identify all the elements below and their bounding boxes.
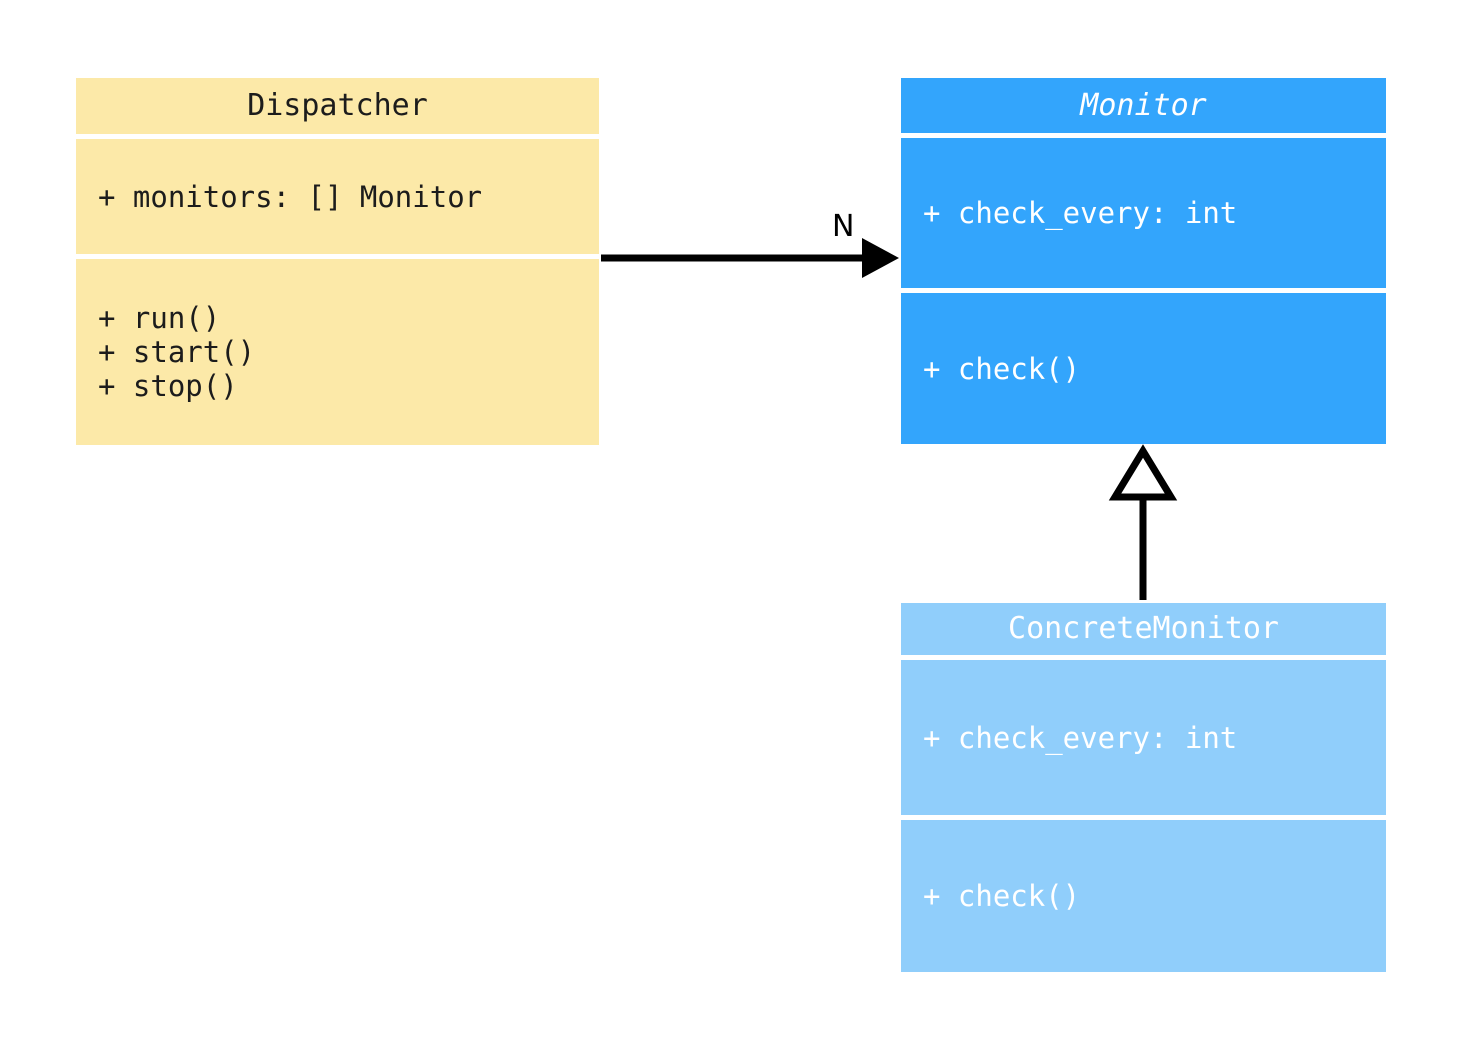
attribute-row: + check_every: int: [923, 720, 1238, 755]
method-row: + check(): [923, 351, 1081, 386]
class-attributes-dispatcher: + monitors: [] Monitor: [76, 139, 599, 254]
method-row: + stop(): [98, 369, 238, 403]
class-box-concretemonitor[interactable]: ConcreteMonitor + check_every: int + che…: [901, 603, 1386, 972]
attribute-row: + check_every: int: [923, 196, 1238, 230]
method-row: + check(): [923, 879, 1081, 913]
class-title-dispatcher: Dispatcher: [76, 78, 599, 134]
method-row: + start(): [98, 335, 256, 369]
filled-arrowhead-icon: [862, 238, 899, 278]
generalization-edge-concretemonitor-monitor: [1108, 444, 1178, 600]
class-box-monitor[interactable]: Monitor + check_every: int + check(): [901, 78, 1386, 444]
hollow-triangle-icon: [1108, 444, 1178, 501]
association-edge-dispatcher-monitor: [601, 238, 899, 278]
attribute-row: + monitors: [] Monitor: [98, 179, 483, 214]
class-attributes-concretemonitor: + check_every: int: [901, 660, 1386, 815]
class-methods-monitor: + check(): [901, 293, 1386, 444]
class-attributes-monitor: + check_every: int: [901, 138, 1386, 288]
class-methods-dispatcher: + run() + start() + stop(): [76, 259, 599, 445]
method-row: + run(): [98, 301, 221, 335]
association-multiplicity-label: N: [832, 209, 855, 244]
class-title-concretemonitor: ConcreteMonitor: [901, 603, 1386, 655]
class-title-monitor: Monitor: [901, 78, 1386, 133]
class-box-dispatcher[interactable]: Dispatcher + monitors: [] Monitor + run(…: [76, 78, 599, 445]
class-methods-concretemonitor: + check(): [901, 820, 1386, 972]
